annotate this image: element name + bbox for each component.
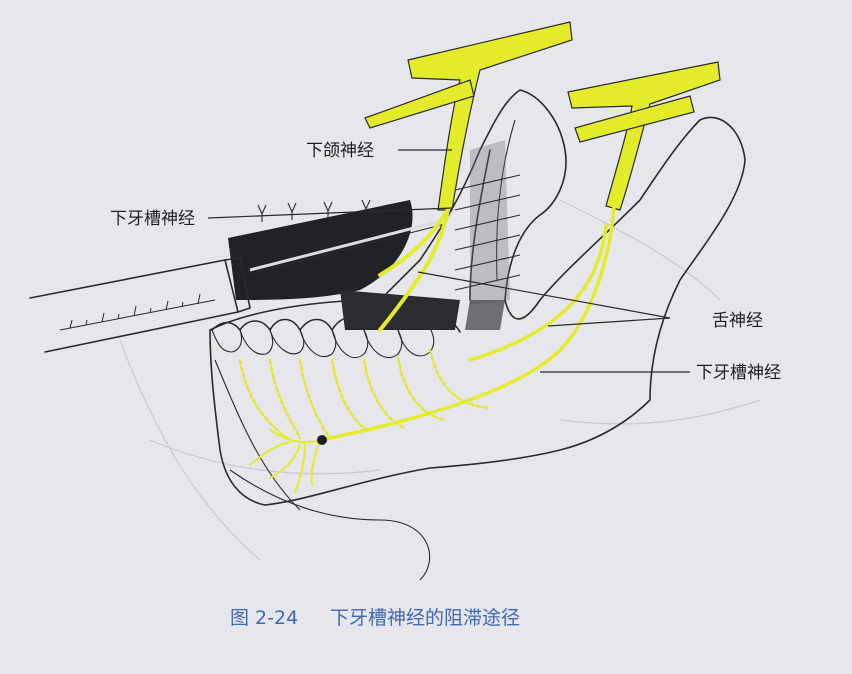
figure-caption: 图 2-24 下牙槽神经的阻滞途径 bbox=[230, 607, 520, 629]
label-mandibular-nerve: 下颌神经 bbox=[306, 141, 374, 161]
leader-lingual-nerve-2 bbox=[547, 317, 671, 327]
syringe-scale bbox=[59, 293, 216, 331]
leader-inferior-alveolar-left bbox=[207, 207, 453, 219]
label-inferior-alveolar-nerve-left: 下牙槽神经 bbox=[110, 209, 195, 229]
background-sketch bbox=[119, 199, 761, 561]
label-inferior-alveolar-nerve-right: 下牙槽神经 bbox=[696, 363, 781, 383]
mandibular-nerve-shape bbox=[407, 21, 573, 211]
leader-lines bbox=[207, 149, 690, 373]
teeth-row bbox=[211, 199, 461, 359]
caption-title: 下牙槽神经的阻滞途径 bbox=[330, 607, 520, 629]
leader-lingual-nerve-1 bbox=[417, 271, 671, 319]
syringe bbox=[29, 218, 446, 353]
label-lingual-nerve: 舌神经 bbox=[712, 311, 763, 331]
mandible-bone bbox=[209, 89, 746, 581]
nerve-paths bbox=[238, 21, 721, 493]
caption-number: 图 2-24 bbox=[230, 607, 298, 629]
